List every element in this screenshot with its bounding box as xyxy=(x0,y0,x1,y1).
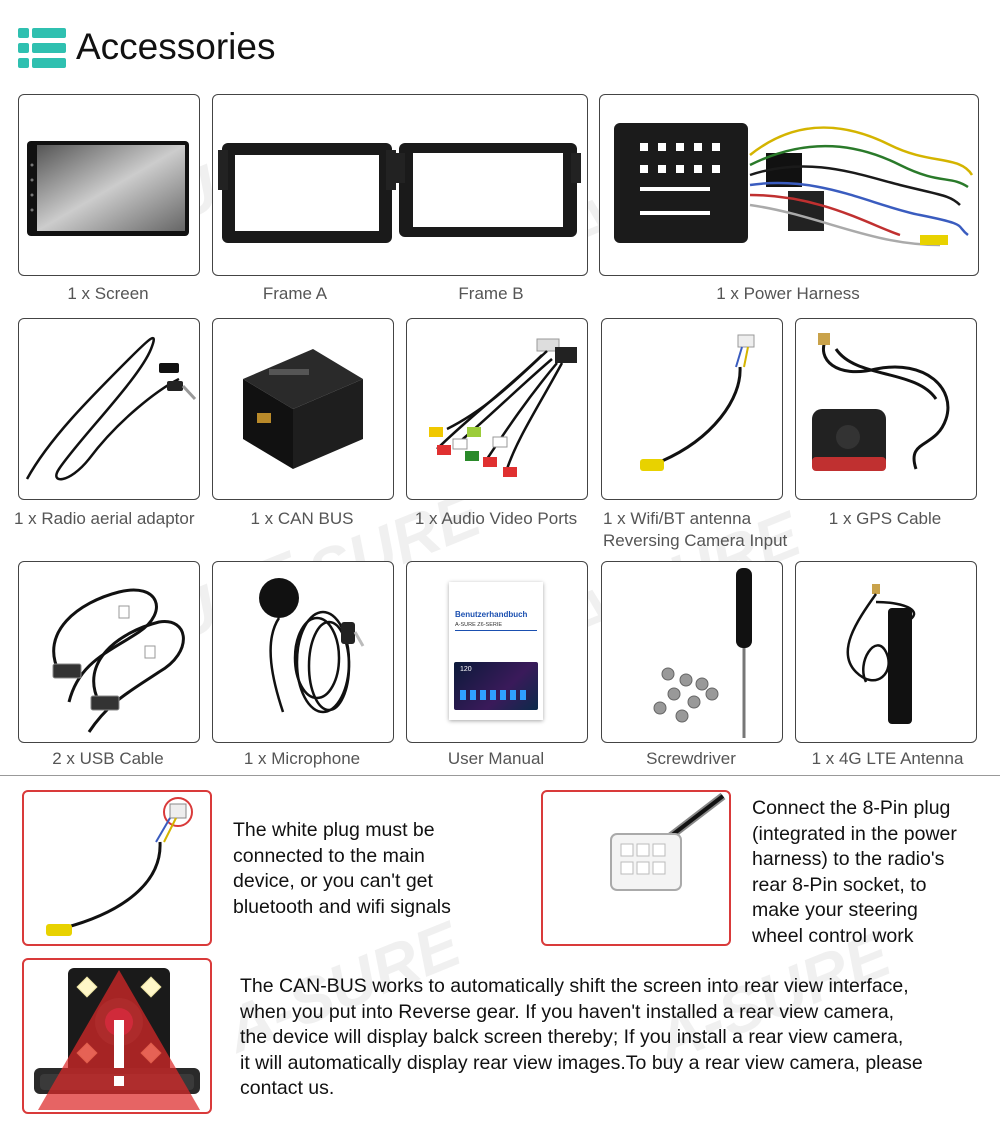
note-line: make your steering xyxy=(752,899,918,921)
caption-wifi-bt: 1 x Wifi/BT antenna xyxy=(603,509,752,528)
harness-icon xyxy=(614,123,974,247)
manual-cover-screen: 120 xyxy=(454,662,538,710)
caption-frame-a: Frame A xyxy=(262,284,328,303)
microphone-product-card xyxy=(212,561,394,743)
note-line: contact us. xyxy=(240,1077,335,1099)
frame-icon xyxy=(218,143,581,243)
manual-speed: 120 xyxy=(460,666,472,673)
caption-screwdriver: Screwdriver xyxy=(646,749,736,768)
av-cable-icon xyxy=(429,338,577,477)
screen-product-card xyxy=(18,94,200,276)
note-line: the device will display balck screen the… xyxy=(240,1026,904,1048)
note-line: The white plug must be xyxy=(233,819,435,841)
list-grid-icon xyxy=(18,28,66,68)
note-line: device, or you can't get xyxy=(233,870,433,892)
caption-microphone: 1 x Microphone xyxy=(243,749,361,768)
section-divider xyxy=(0,775,1000,776)
screwdriver-icon xyxy=(653,568,752,738)
note-line: rear 8-Pin socket, to xyxy=(752,873,927,896)
caption-user-manual: User Manual xyxy=(447,749,545,768)
manual-title: Benutzerhandbuch xyxy=(455,610,528,619)
white-plug-illustration xyxy=(22,790,212,946)
note-line: bluetooth and wifi signals xyxy=(233,895,451,918)
canbus-note: The CAN-BUS works to automatically shift… xyxy=(240,974,923,1102)
camera-input-cable-icon xyxy=(640,334,755,471)
user-manual-product-card: Benutzerhandbuch A-SURE Z6-SERIE 120 xyxy=(406,561,588,743)
caption-reversing-camera: Reversing Camera Input xyxy=(603,531,788,550)
caption-screen: 1 x Screen xyxy=(67,284,149,303)
caption-lte-antenna: 1 x 4G LTE Antenna xyxy=(811,749,964,768)
lte-antenna-product-card xyxy=(795,561,977,743)
canbus-box-icon xyxy=(243,349,363,469)
lte-antenna-icon xyxy=(846,584,916,724)
gps-product-card xyxy=(795,318,977,500)
canbus-product-card xyxy=(212,318,394,500)
manual-divider xyxy=(455,630,537,631)
caption-radio-aerial: 1 x Radio aerial adaptor xyxy=(14,509,195,528)
radio-aerial-product-card xyxy=(18,318,200,500)
caption-canbus: 1 x CAN BUS xyxy=(250,509,354,528)
note-line: harness) to the radio's xyxy=(752,848,945,870)
aerial-cable-icon xyxy=(25,336,197,481)
camera-input-product-card xyxy=(601,318,783,500)
white-plug-note: The white plug must be connected to the … xyxy=(233,818,451,920)
note-line: The CAN-BUS works to automatically shift… xyxy=(240,975,909,997)
rear-camera-warning-icon xyxy=(34,968,200,1110)
usb-cable-product-card xyxy=(18,561,200,743)
manual-app-grid xyxy=(460,690,530,700)
note-line: connected to the main xyxy=(233,844,425,867)
av-ports-product-card xyxy=(406,318,588,500)
eight-pin-plug-icon xyxy=(610,792,726,891)
caption-gps: 1 x GPS Cable xyxy=(828,509,942,528)
frames-product-card xyxy=(212,94,588,276)
microphone-icon xyxy=(259,578,365,714)
note-line: when you put into Reverse gear. If you h… xyxy=(240,1000,895,1023)
caption-power-harness: 1 x Power Harness xyxy=(716,284,860,303)
note-line: (integrated in the power xyxy=(752,822,957,845)
screen-icon xyxy=(27,141,189,236)
eight-pin-note: Connect the 8-Pin plug (integrated in th… xyxy=(752,796,957,949)
caption-usb-cable: 2 x USB Cable xyxy=(52,749,164,768)
note-line: Connect the 8-Pin plug xyxy=(752,797,951,819)
note-line: wheel control work xyxy=(752,924,914,947)
manual-icon: Benutzerhandbuch A-SURE Z6-SERIE 120 xyxy=(449,582,543,720)
page-title: Accessories xyxy=(76,26,276,67)
eight-pin-illustration xyxy=(541,790,731,946)
caption-av-ports: 1 x Audio Video Ports xyxy=(414,509,578,528)
screwdriver-product-card xyxy=(601,561,783,743)
note-line: it will automatically display rear view … xyxy=(240,1051,923,1074)
usb-cable-icon xyxy=(52,588,185,733)
power-harness-product-card xyxy=(599,94,979,276)
rear-camera-illustration xyxy=(22,958,212,1114)
caption-frame-b: Frame B xyxy=(458,284,524,303)
gps-antenna-icon xyxy=(812,333,950,471)
manual-subtitle: A-SURE Z6-SERIE xyxy=(455,622,503,628)
white-plug-icon xyxy=(46,797,193,936)
